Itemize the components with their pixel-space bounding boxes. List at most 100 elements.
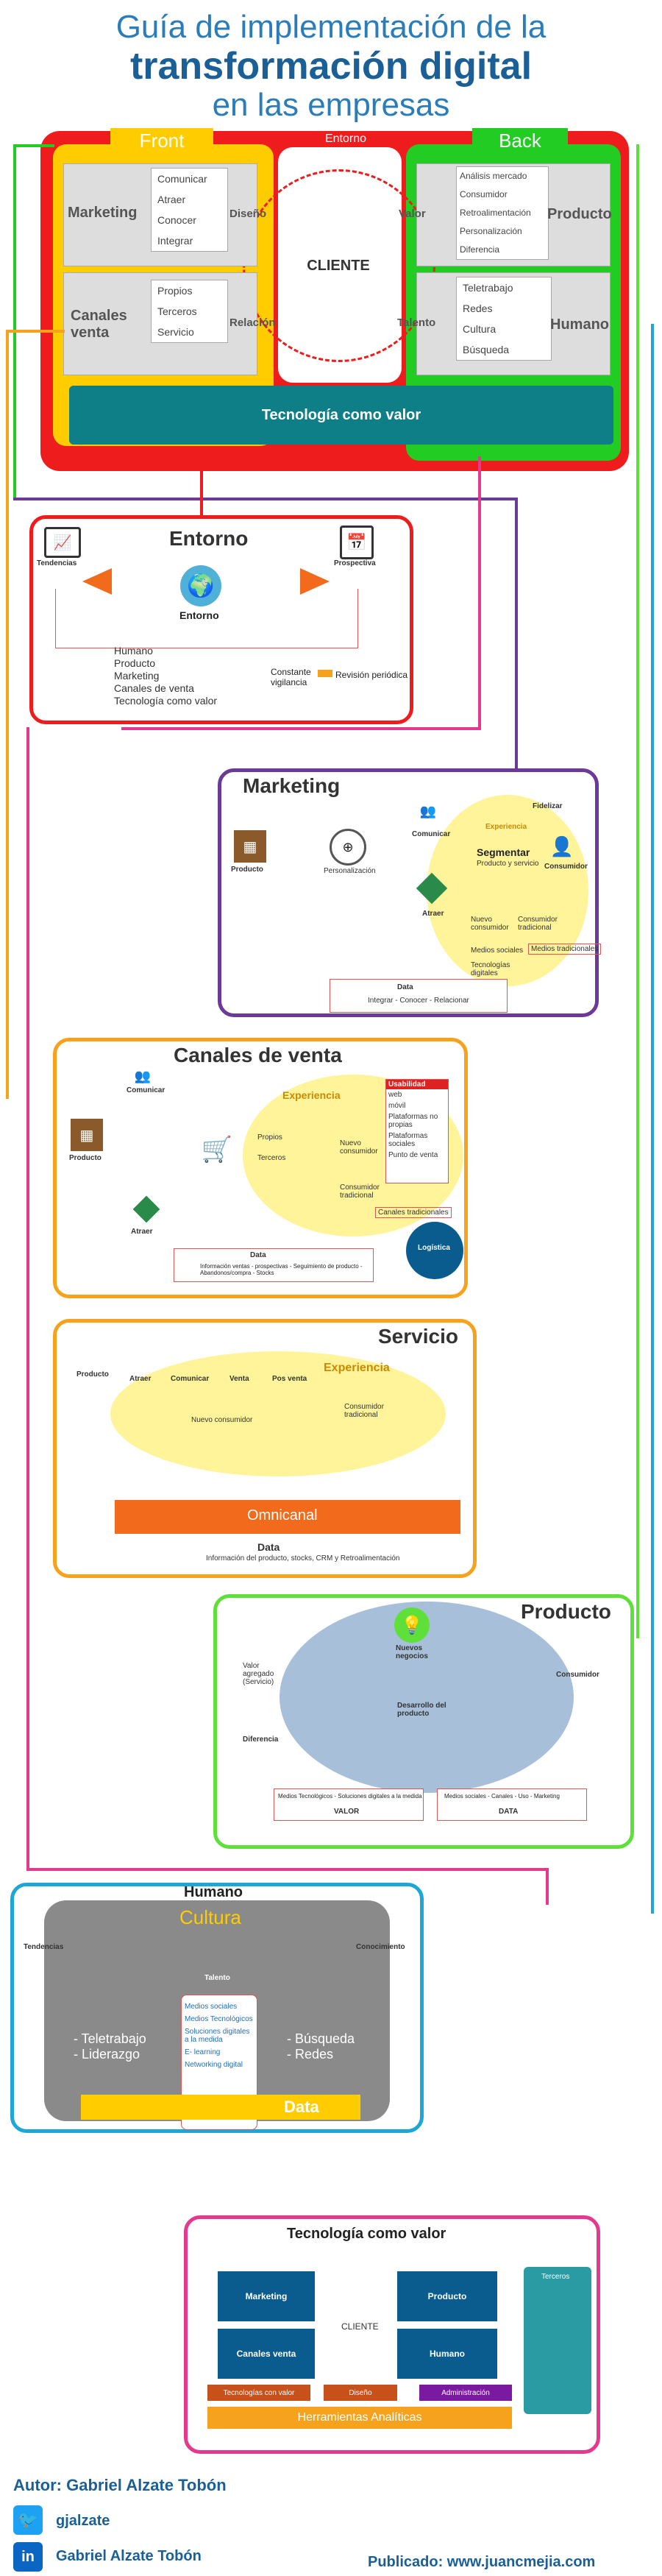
connector-line xyxy=(26,1868,549,1871)
data-label: DATA xyxy=(499,1808,519,1816)
humano-data-label: Data xyxy=(284,2098,319,2116)
tradicional-label: Consumidor tradicional xyxy=(340,1183,380,1200)
medios-label: Medios sociales xyxy=(471,946,524,955)
humano-item: Teletrabajo xyxy=(463,282,513,294)
producto-block: Producto xyxy=(397,2271,497,2321)
diseno-btn: Diseño xyxy=(324,2385,397,2401)
producto-title: Producto xyxy=(521,1600,611,1623)
connector-line xyxy=(13,144,54,147)
usab-item: Punto de venta xyxy=(388,1151,438,1159)
canales-item: Propios xyxy=(157,285,193,297)
prospectiva-label: Prospectiva xyxy=(334,559,376,567)
tec-valor-btn: Tecnologías con valor xyxy=(207,2385,310,2401)
medios-tec-label: Medios Tecnológicos - Soluciones digital… xyxy=(278,1793,422,1800)
back-label: Back xyxy=(472,128,568,153)
humano-title: Humano xyxy=(184,1884,243,1900)
usab-item: Plataformas sociales xyxy=(388,1132,428,1148)
nuevos-label: Nuevos negocios xyxy=(396,1644,428,1660)
conocimiento-label: Conocimiento xyxy=(356,1943,405,1951)
talento-label: Talento xyxy=(397,316,436,329)
humano-left: - Teletrabajo - Liderazgo xyxy=(74,2031,146,2062)
data-label: Data xyxy=(250,1251,266,1259)
servicio-title: Servicio xyxy=(378,1325,458,1348)
entorno-item: Tecnología como valor xyxy=(114,695,218,707)
entorno-label: Entorno xyxy=(324,132,367,145)
medios-soc-label: Medios sociales - Canales - Uso - Market… xyxy=(444,1793,560,1800)
author-text: Autor: Gabriel Alzate Tobón xyxy=(13,2476,227,2494)
servicio-blob xyxy=(110,1351,446,1476)
segmentar-sub: Producto y servicio xyxy=(477,860,539,868)
entorno-section xyxy=(29,515,413,724)
fidelizar-label: Fidelizar xyxy=(533,802,563,810)
logistica-label: Logística xyxy=(418,1244,450,1252)
producto-list: Análisis mercado Consumidor Retroaliment… xyxy=(456,166,549,260)
terceros-block xyxy=(524,2267,591,2414)
center-item: Medios sociales xyxy=(185,2003,238,2011)
valor-label: VALOR xyxy=(334,1808,360,1816)
title-line3: en las empresas xyxy=(212,87,450,123)
data-box xyxy=(330,979,508,1013)
tecnologia-bar: Tecnología como valor xyxy=(69,386,613,445)
valor-label: Valor xyxy=(399,208,426,220)
center-item: Networking digital xyxy=(185,2061,243,2069)
humano-item: Búsqueda xyxy=(463,344,510,355)
connector-line xyxy=(546,1868,549,1905)
data-box xyxy=(437,1788,587,1821)
humano-block: Humano xyxy=(397,2329,497,2379)
humano-item: Redes xyxy=(463,302,493,314)
linkedin-name[interactable]: Gabriel Alzate Tobón xyxy=(56,2548,202,2564)
cliente-label: CLIENTE xyxy=(307,258,370,274)
data-label: Data xyxy=(397,983,413,991)
diseno-label: Diseño xyxy=(229,208,267,220)
data-box xyxy=(174,1248,374,1282)
marketing-block: Marketing xyxy=(218,2271,315,2321)
connector-line xyxy=(121,727,481,730)
marketing-item: Comunicar xyxy=(157,173,207,185)
experiencia-label: Experiencia xyxy=(324,1362,390,1374)
box-icon: ▦ xyxy=(71,1119,103,1151)
small-arrow-icon xyxy=(318,670,332,677)
center-item: Medios Tecnológicos xyxy=(185,2015,253,2023)
omnicanal-bar xyxy=(115,1500,460,1534)
data-sub: Integrar - Conocer - Relacionar xyxy=(368,997,469,1005)
experiencia-label: Experiencia xyxy=(485,823,527,831)
marketing-list: Comunicar Atraer Conocer Integrar xyxy=(151,168,228,252)
propios-label: Propios xyxy=(257,1133,282,1142)
comunicar-label: Comunicar xyxy=(412,830,451,838)
connector-line xyxy=(478,456,481,729)
humano-label: Humano xyxy=(550,316,609,333)
producto-item: Personalización xyxy=(460,226,522,236)
consumidor-label: Consumidor xyxy=(544,863,588,871)
nuevo-label: Nuevo consumidor xyxy=(471,916,509,932)
arrow-right-icon xyxy=(300,568,330,595)
producto-item: Retroalimentación xyxy=(460,208,531,218)
connector-line xyxy=(515,498,518,777)
twitter-handle[interactable]: gjalzate xyxy=(56,2513,110,2529)
comunicar-label: Comunicar xyxy=(171,1375,210,1383)
entorno-item: Marketing xyxy=(114,670,160,682)
data-label: Data xyxy=(257,1541,280,1553)
linkedin-icon: in xyxy=(13,2542,43,2572)
humano-data-bar xyxy=(81,2095,360,2120)
nuevo-label: Nuevo consumidor xyxy=(191,1416,253,1424)
terceros-label: Terceros xyxy=(257,1154,286,1162)
producto-label: Producto xyxy=(231,866,263,874)
desarrollo-label: Desarrollo del producto xyxy=(397,1702,446,1718)
center-item: Soluciones digitales a la medida xyxy=(185,2028,250,2044)
talento-label: Talento xyxy=(204,1974,230,1982)
tendencias-label: Tendencias xyxy=(37,559,77,567)
canales-list: Propios Terceros Servicio xyxy=(151,280,228,343)
atraer-label: Atraer xyxy=(129,1375,152,1383)
left-item: - Liderazgo xyxy=(74,2047,140,2062)
canales-item: Terceros xyxy=(157,305,197,317)
connector-line xyxy=(636,144,639,1638)
producto-label: Producto xyxy=(547,206,612,222)
cultura-label: Cultura xyxy=(179,1906,241,1928)
publicado-text[interactable]: Publicado: www.juancmejia.com xyxy=(368,2554,596,2570)
nuevo-label: Nuevo consumidor xyxy=(340,1139,378,1156)
comunicar-label: Comunicar xyxy=(127,1086,166,1094)
cliente-label: CLIENTE xyxy=(341,2321,379,2332)
left-item: - Teletrabajo xyxy=(74,2031,146,2046)
tecnologia-title: Tecnología como valor xyxy=(287,2226,446,2242)
marketing-label: Marketing xyxy=(68,205,138,221)
